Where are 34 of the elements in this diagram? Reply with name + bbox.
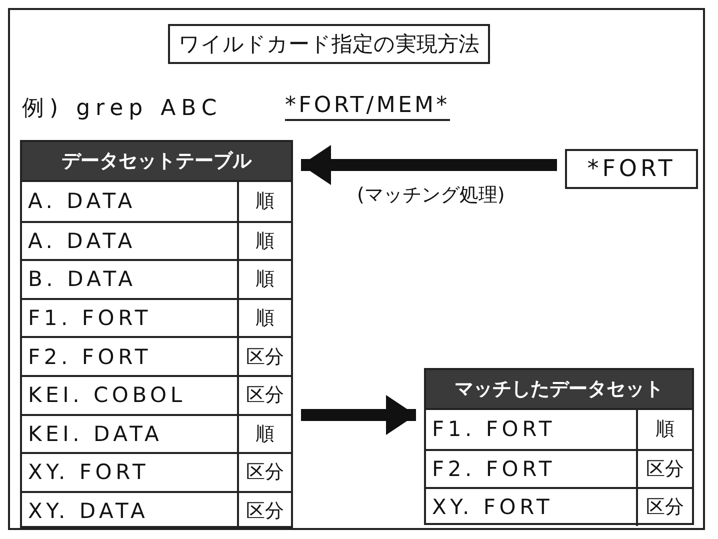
arrow: [301, 395, 416, 435]
table-cell: 区分: [636, 487, 692, 526]
table-cell: 順: [237, 298, 291, 336]
table-cell: A. DATA: [22, 220, 237, 260]
title-box: ワイルドカード指定の実現方法: [168, 24, 490, 64]
table-cell-text: A. DATA: [27, 188, 137, 216]
table-cell: 順: [237, 220, 291, 260]
table-cell: 区分: [237, 336, 291, 375]
table-cell: XY. DATA: [22, 490, 237, 530]
table-cell: KEI. DATA: [22, 414, 237, 452]
data-table: [20, 140, 293, 528]
arrow: [301, 145, 557, 185]
table-header: マッチしたデータセット: [426, 370, 692, 410]
table-header: データセットテーブル: [22, 142, 291, 182]
table-cell: 区分: [237, 490, 291, 530]
table-cell: XY. FORT: [22, 452, 237, 491]
table-cell: 区分: [237, 452, 291, 491]
table-cell: 順: [237, 259, 291, 298]
table-cell: F1. FORT: [22, 298, 237, 336]
table-cell: 区分: [237, 375, 291, 414]
table-cell: XY. FORT: [426, 487, 636, 526]
table-cell: 区分: [636, 448, 692, 488]
table-cell: KEI. COBOL: [22, 375, 237, 414]
table-cell-text: F1. FORT: [431, 416, 557, 444]
table-cell: 順: [237, 414, 291, 452]
data-table: [424, 368, 694, 525]
table-cell: 順: [237, 182, 291, 221]
table-cell: B. DATA: [22, 259, 237, 298]
example-command: 例) grep ABC: [22, 95, 222, 123]
table-cell: F2. FORT: [426, 448, 636, 488]
command-argument: *FORT/MEM*: [285, 93, 450, 121]
text-box: *FORT: [565, 149, 698, 189]
table-cell: F2. FORT: [22, 336, 237, 375]
table-cell: 順: [636, 410, 692, 449]
